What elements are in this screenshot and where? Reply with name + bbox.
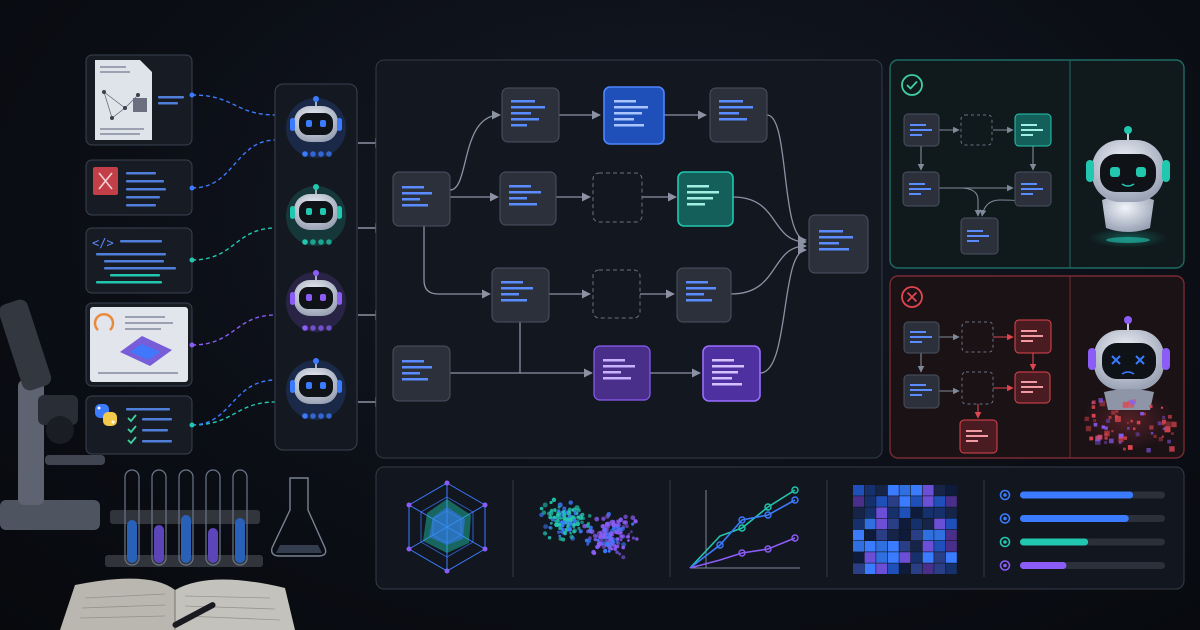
agent-robot-4[interactable] xyxy=(286,358,346,420)
lab-background-decor xyxy=(0,299,327,630)
node-a1[interactable] xyxy=(501,87,560,143)
input-card-paper[interactable] xyxy=(85,54,193,146)
workflow-panel xyxy=(375,59,883,459)
failure-error-edges xyxy=(974,333,1037,419)
progress-bar-2 xyxy=(999,513,1165,524)
failure-panel xyxy=(889,275,1185,459)
code-icon: </> xyxy=(92,236,114,250)
progress-bars xyxy=(999,489,1165,571)
failure-nodes xyxy=(903,319,1052,454)
progress-bar-fill xyxy=(1020,538,1089,546)
node-a2-blue[interactable] xyxy=(603,86,665,145)
node-start[interactable] xyxy=(392,171,451,227)
workflow-nodes xyxy=(392,86,869,402)
node-c1[interactable] xyxy=(491,267,550,323)
node-b2-placeholder xyxy=(592,172,643,223)
scatter-cluster-icon xyxy=(539,497,639,560)
progress-bar-1 xyxy=(999,489,1165,501)
progress-bar-4 xyxy=(999,560,1165,571)
node-b3-teal[interactable] xyxy=(677,171,734,227)
radar-chart-icon xyxy=(406,480,488,574)
input-card-python[interactable] xyxy=(85,395,193,455)
success-nodes xyxy=(902,113,1052,255)
x-circle-icon xyxy=(901,286,923,308)
python-icon xyxy=(95,404,117,426)
agent-robot-2[interactable] xyxy=(286,184,346,246)
node-d1-purple[interactable] xyxy=(593,345,651,401)
node-d2-purple[interactable] xyxy=(702,345,761,402)
metrics-panel xyxy=(375,466,1185,590)
progress-bar-3 xyxy=(999,536,1165,548)
node-a3[interactable] xyxy=(709,87,768,143)
input-cards: </> xyxy=(85,54,193,455)
node-end[interactable] xyxy=(808,214,869,274)
agent-robot-3[interactable] xyxy=(286,270,346,332)
happy-robot-icon xyxy=(1086,126,1170,248)
heatmap-icon xyxy=(853,485,957,574)
flask-icon xyxy=(270,477,327,557)
failure-edges xyxy=(917,333,960,395)
input-agent-connectors xyxy=(189,92,277,428)
workflow-edges xyxy=(423,110,807,378)
progress-bar-fill xyxy=(1020,562,1067,569)
success-edges xyxy=(917,126,1037,217)
node-c3[interactable] xyxy=(676,267,732,323)
node-c2-placeholder xyxy=(592,269,641,319)
progress-bar-fill xyxy=(1020,515,1129,522)
notebook-icon xyxy=(60,578,295,630)
check-icon xyxy=(901,74,923,96)
broken-robot-icon xyxy=(1082,316,1177,453)
input-card-x-doc[interactable] xyxy=(85,159,193,216)
line-chart-icon xyxy=(689,486,800,569)
disintegration-pixels xyxy=(1084,398,1177,453)
success-panel xyxy=(889,59,1185,269)
node-d0[interactable] xyxy=(392,345,451,402)
node-b1[interactable] xyxy=(499,171,557,226)
agent-robot-1[interactable] xyxy=(286,96,346,158)
input-card-plot[interactable] xyxy=(85,302,193,387)
test-tubes-icon xyxy=(105,469,263,567)
input-card-code[interactable]: </> xyxy=(85,227,193,294)
microscope-icon xyxy=(0,299,105,530)
progress-bar-fill xyxy=(1020,491,1134,499)
agents-panel xyxy=(274,83,358,451)
